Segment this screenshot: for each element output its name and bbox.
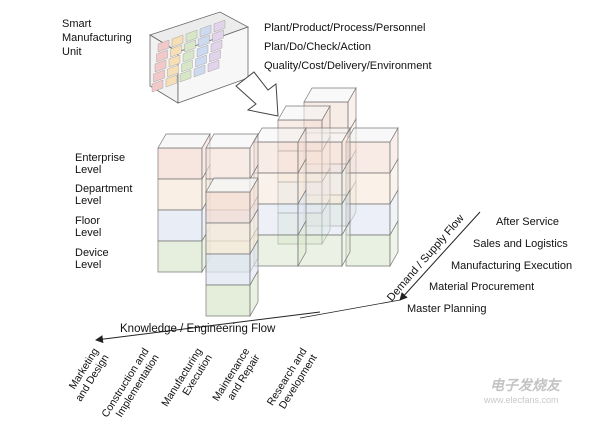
level-enterprise-l2: Level [75, 164, 102, 176]
block-front-1-front-0 [157, 147, 203, 180]
block-mid-3-side-3 [297, 219, 307, 268]
dimension-pdca: Plan/Do/Check/Action [264, 41, 371, 53]
unit-cell [212, 29, 224, 43]
unit-cube [149, 11, 249, 104]
block-mid-3-top [253, 127, 307, 143]
unit-cell [182, 49, 195, 63]
level-device-l1: Device [75, 247, 109, 259]
supply-flow-arrow [399, 211, 481, 301]
block-back-5-side-3 [389, 219, 399, 268]
dimension-qcde: Quality/Cost/Delivery/Environment [264, 60, 432, 72]
block-front-mfg-front-0 [205, 191, 251, 224]
block-back-5-front-3 [345, 234, 391, 267]
unit-cell [153, 69, 165, 83]
block-front-mfg-front-2 [205, 253, 251, 286]
unit-cell [171, 34, 184, 48]
level-department-l1: Department [75, 183, 133, 195]
block-mid-3-front-0 [253, 141, 299, 174]
unit-cell [167, 64, 179, 78]
unit-cell [195, 54, 207, 68]
supply-sales-logistics: Sales and Logistics [473, 238, 568, 250]
block-mid-3-front-1 [253, 172, 299, 205]
unit-cell [157, 39, 170, 53]
unit-cell [199, 24, 212, 38]
block-mid-3-front-3 [253, 234, 299, 267]
level-block-matrix [157, 86, 399, 318]
block-back-5-front-2 [345, 203, 391, 236]
unit-cell [151, 79, 164, 93]
engineering-flow-arrow [95, 311, 321, 344]
supply-flow-tail [299, 299, 401, 319]
block-back-5-top [345, 127, 399, 143]
block-front-1-front-3 [157, 240, 203, 273]
watermark-url: www.elecfans.com [484, 395, 559, 405]
supply-manufacturing-execution: Manufacturing Execution [451, 260, 573, 272]
unit-cell [213, 19, 226, 33]
block-back-4-top [303, 87, 357, 103]
unit-cell [165, 74, 178, 88]
block-back-3-top [277, 105, 331, 121]
unit-cell [185, 29, 198, 43]
block-front-mfg-front-1 [205, 222, 251, 255]
unit-cell [156, 49, 168, 63]
block-front-mfg-top [205, 177, 259, 193]
block-front-mfg-side-3 [249, 269, 259, 318]
block-front-1-front-2 [157, 209, 203, 242]
supply-master-planning: Master Planning [407, 303, 487, 315]
block-front-2-front-0 [205, 147, 251, 180]
dimension-plant: Plant/Product/Process/Personnel [264, 22, 426, 34]
level-device-l2: Level [75, 259, 102, 271]
block-mid-3-front-2 [253, 203, 299, 236]
unit-cell [184, 39, 196, 53]
block-back-mid-side-3 [341, 219, 351, 268]
unit-title-line-3: Unit [62, 46, 82, 58]
supply-material-procurement: Material Procurement [429, 281, 535, 293]
unit-cell [170, 44, 182, 58]
level-floor-l1: Floor [75, 215, 101, 227]
supply-after-service: After Service [496, 216, 559, 228]
unit-cell [179, 69, 192, 83]
unit-cell [196, 44, 209, 58]
unit-cell [209, 49, 221, 63]
unit-title-line-1: Smart [62, 18, 92, 30]
block-front-mfg-front-3 [205, 284, 251, 317]
level-enterprise-l1: Enterprise [75, 152, 126, 164]
engineering-flow-label: Knowledge / Engineering Flow [120, 323, 276, 335]
watermark-logo: 电子发烧友 [490, 377, 560, 393]
unit-cell [193, 64, 206, 78]
unit-title-line-2: Manufacturing [62, 32, 132, 44]
block-front-1-front-1 [157, 178, 203, 211]
unit-cell [207, 59, 220, 73]
unit-cell [210, 39, 223, 53]
unit-cell [181, 59, 193, 73]
level-department-l2: Level [75, 195, 102, 207]
level-floor-l2: Level [75, 227, 102, 239]
transform-arrow [235, 71, 279, 117]
unit-cell [198, 34, 210, 48]
unit-cell [168, 54, 181, 68]
unit-cell [154, 59, 167, 73]
block-back-5-front-1 [345, 172, 391, 205]
block-back-5-front-0 [345, 141, 391, 174]
block-front-2-top [205, 133, 259, 149]
block-front-1-top [157, 133, 211, 149]
